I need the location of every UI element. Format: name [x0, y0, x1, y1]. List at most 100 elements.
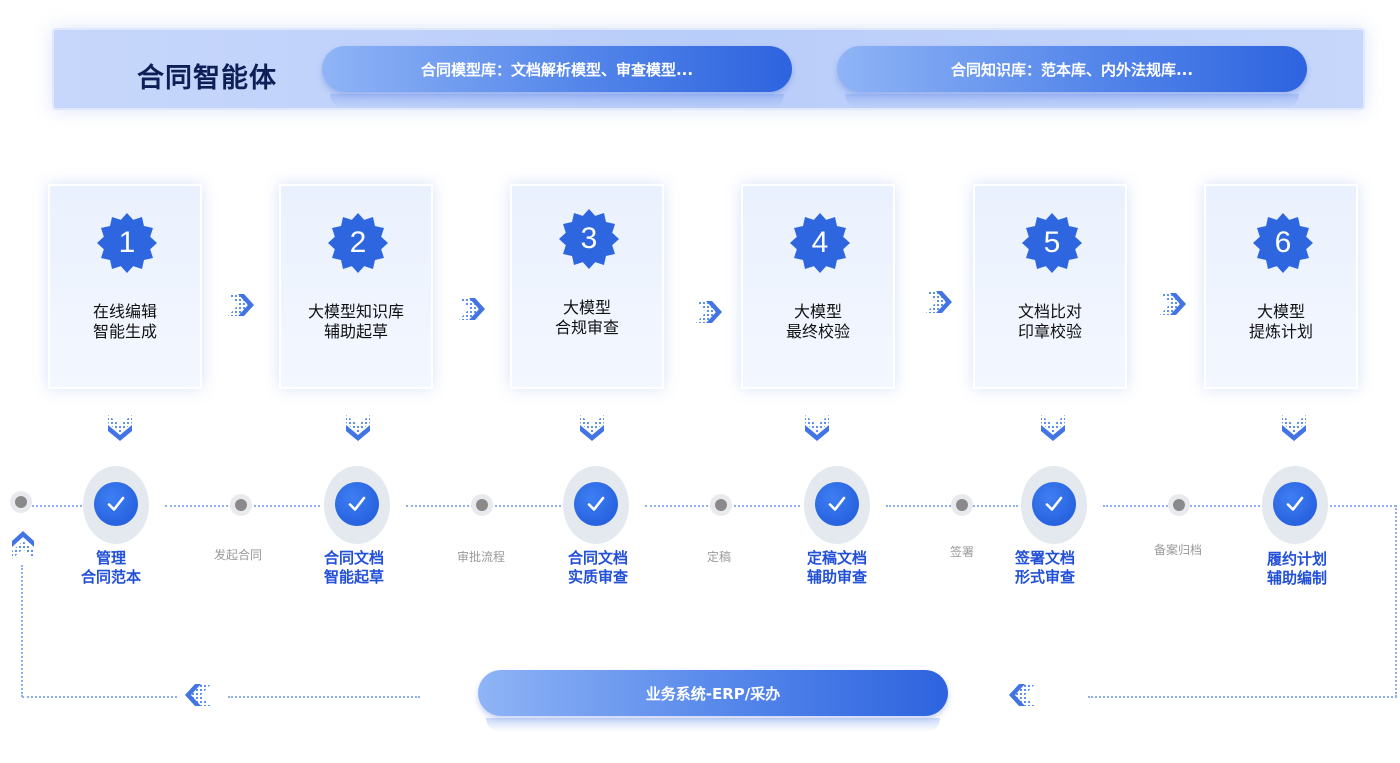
- step-number: 1: [118, 226, 136, 259]
- connector-label: 备案归档: [1153, 543, 1202, 557]
- step-card-5: 5 文档比对 印章校验: [973, 184, 1127, 389]
- milestone-node-3: [563, 466, 629, 544]
- milestone-line-2: 形式审查: [1014, 568, 1075, 586]
- starburst-icon: [1022, 213, 1082, 273]
- step-text: 大模型 提炼计划: [1206, 302, 1356, 342]
- loop-line-bottom-right: [1088, 696, 1397, 698]
- step-line-1: 文档比对: [1017, 302, 1082, 321]
- milestone-line-1: 管理: [95, 549, 126, 567]
- step-line-1: 大模型: [1256, 302, 1305, 321]
- step-card-6: 6 大模型 提炼计划: [1204, 184, 1358, 389]
- step-number: 3: [580, 222, 598, 255]
- step-number: 2: [349, 226, 367, 259]
- step-badge-icon: 5: [1021, 212, 1083, 274]
- milestone-node-6: [1262, 466, 1328, 544]
- step-number: 4: [811, 226, 829, 259]
- knowledge-library-label: 合同知识库：范本库、内外法规库...: [950, 60, 1194, 79]
- model-library-label: 合同模型库：文档解析模型、审查模型...: [420, 60, 694, 79]
- timeline-line: [32, 505, 82, 507]
- milestone-line-2: 智能起草: [323, 568, 384, 586]
- step-badge-icon: 3: [558, 208, 620, 270]
- milestone-line-2: 辅助审查: [806, 568, 867, 586]
- check-icon: [828, 496, 846, 511]
- chevron-down-icon: [803, 413, 831, 443]
- loop-line-bottom-far-left: [22, 696, 177, 698]
- check-icon: [107, 496, 125, 511]
- milestone-line-1: 签署文档: [1014, 549, 1075, 567]
- milestone-line-1: 定稿文档: [806, 549, 867, 567]
- step-card-3: 3 大模型 合规审查: [510, 184, 664, 389]
- step-line-1: 大模型: [793, 302, 842, 321]
- chevron-up-icon: [10, 529, 36, 561]
- erp-reflection: [486, 718, 940, 732]
- chevron-right-icon: [694, 297, 724, 327]
- chevron-left-icon: [1007, 680, 1037, 710]
- step-text: 大模型 最终校验: [743, 302, 893, 342]
- step-badge-icon: 1: [96, 212, 158, 274]
- step-text: 在线编辑 智能生成: [50, 302, 200, 342]
- model-library-pill: 合同模型库：文档解析模型、审查模型...: [322, 46, 792, 92]
- chevron-left-icon: [183, 680, 213, 710]
- step-text: 大模型知识库 辅助起草: [281, 302, 431, 342]
- milestone-line-2: 实质审查: [567, 568, 628, 586]
- chevron-right-icon: [1158, 289, 1188, 319]
- milestone-label: 履约计划 辅助编制: [1237, 550, 1357, 588]
- milestone-node-5: [1021, 466, 1087, 544]
- milestone-node-1: [83, 466, 149, 544]
- banner-title: 合同智能体: [137, 63, 277, 94]
- step-line-2: 智能生成: [92, 322, 157, 341]
- milestone-line-2: 合同范本: [80, 568, 141, 586]
- connector-label: 审批流程: [456, 550, 505, 564]
- loop-line-right: [1395, 505, 1397, 697]
- chevron-down-icon: [344, 413, 372, 443]
- step-badge-icon: 6: [1252, 212, 1314, 274]
- step-number: 6: [1274, 226, 1292, 259]
- starburst-icon: [97, 213, 157, 273]
- step-line-2: 提炼计划: [1248, 322, 1313, 341]
- chevron-right-icon: [924, 287, 954, 317]
- connector-dot: [1168, 494, 1190, 516]
- step-badge-icon: 4: [789, 212, 851, 274]
- milestone-node-2: [324, 466, 390, 544]
- connector-label: 签署: [949, 545, 974, 559]
- connector-dot: [951, 494, 973, 516]
- milestone-label: 管理 合同范本: [51, 549, 171, 587]
- milestone-label: 定稿文档 辅助审查: [777, 549, 897, 587]
- milestone-line-1: 合同文档: [323, 549, 384, 567]
- step-badge-icon: 2: [327, 212, 389, 274]
- starburst-icon: [559, 209, 619, 269]
- check-icon: [587, 496, 605, 511]
- chevron-down-icon: [106, 413, 134, 443]
- milestone-line-1: 履约计划: [1266, 550, 1327, 568]
- step-card-2: 2 大模型知识库 辅助起草: [279, 184, 433, 389]
- step-number: 5: [1043, 226, 1061, 259]
- loop-line-left: [21, 565, 23, 697]
- connector-label: 发起合同: [213, 548, 262, 562]
- step-text: 大模型 合规审查: [512, 298, 662, 338]
- step-text: 文档比对 印章校验: [975, 302, 1125, 342]
- connector-label: 定稿: [706, 550, 731, 564]
- step-line-2: 最终校验: [785, 322, 850, 341]
- starburst-icon: [328, 213, 388, 273]
- step-line-2: 辅助起草: [323, 322, 388, 341]
- step-line-1: 大模型知识库: [307, 302, 404, 321]
- chevron-down-icon: [1280, 413, 1308, 443]
- loop-line-bottom-left: [228, 696, 420, 698]
- chevron-right-icon: [226, 290, 256, 320]
- connector-dot: [471, 494, 493, 516]
- milestone-label: 签署文档 形式审查: [985, 549, 1105, 587]
- check-icon: [1045, 496, 1063, 511]
- milestone-line-2: 辅助编制: [1266, 569, 1327, 587]
- step-line-2: 印章校验: [1017, 322, 1082, 341]
- chevron-down-icon: [578, 413, 606, 443]
- connector-dot: [230, 494, 252, 516]
- chevron-down-icon: [1039, 413, 1067, 443]
- milestone-label: 合同文档 实质审查: [538, 549, 658, 587]
- check-icon: [348, 496, 366, 511]
- starburst-icon: [1253, 213, 1313, 273]
- check-icon: [1286, 496, 1304, 511]
- connector-dot: [710, 494, 732, 516]
- milestone-node-4: [804, 466, 870, 544]
- knowledge-library-reflection: [845, 94, 1299, 108]
- starburst-icon: [790, 213, 850, 273]
